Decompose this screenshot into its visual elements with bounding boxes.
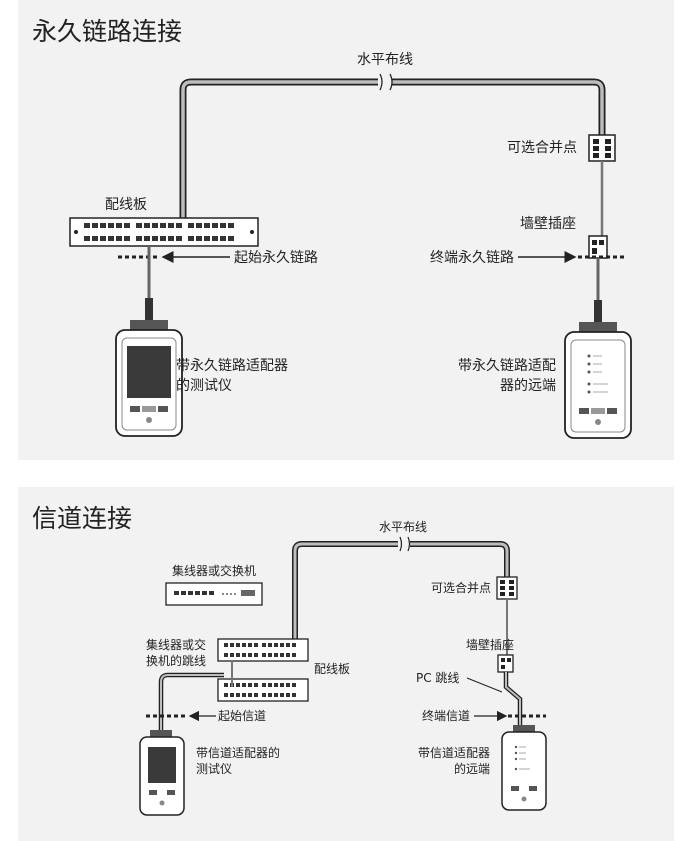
patch-panel-label: 配线板 [105, 197, 147, 213]
horizontal-cable [292, 536, 510, 639]
hub-switch-label: 集线器或交换机 [172, 563, 256, 578]
end-link-label: 终端永久链路 [430, 250, 514, 266]
permanent-link-panel: 永久链路连接 水平布线 可选合并点 墙壁插座 配线板 [18, 0, 674, 460]
wall-outlet-label: 墙壁插座 [466, 637, 514, 652]
start-link-label: 起始永久链路 [234, 250, 318, 266]
patch-panel-label: 配线板 [314, 662, 350, 676]
remote-label-line1: 带永久链路适配 [458, 358, 556, 374]
channel-panel: 信道连接 水平布线 可选合并点 墙壁插座 PC 跳线 集线器或交换机 [18, 487, 674, 841]
channel-diagram: 信道连接 水平布线 可选合并点 墙壁插座 PC 跳线 集线器或交换机 [32, 504, 547, 816]
patch-panel [69, 217, 259, 247]
horizontal-cabling-label: 水平布线 [379, 520, 427, 534]
pc-patch-leader [466, 677, 503, 693]
remote-label-line2: 的远端 [454, 761, 490, 776]
hub-patch-label-line2: 换机的跳线 [146, 653, 206, 668]
wall-outlet-label: 墙壁插座 [520, 216, 576, 232]
end-channel-label: 终端信道 [422, 708, 470, 723]
main-tester [139, 730, 185, 816]
start-channel-label: 起始信道 [218, 709, 266, 723]
main-tester-label-line1: 带永久链路适配器 [176, 358, 288, 374]
remote-unit [564, 322, 632, 439]
patch-panel-upper [217, 638, 309, 662]
main-tester [115, 320, 183, 437]
consolidation-point-label: 可选合并点 [431, 580, 491, 595]
section-title: 永久链路连接 [32, 17, 182, 46]
consolidation-point-box [496, 576, 518, 600]
horizontal-cable [179, 73, 606, 218]
remote-unit [501, 725, 547, 811]
horizontal-cabling-label: 水平布线 [357, 52, 413, 68]
main-tester-label-line2: 的测试仪 [176, 378, 232, 394]
permanent-link-diagram: 永久链路连接 水平布线 可选合并点 墙壁插座 配线板 [32, 17, 632, 439]
consolidation-point-box [588, 134, 616, 162]
consolidation-point-label: 可选合并点 [507, 140, 577, 156]
pc-patch-label: PC 跳线 [416, 671, 459, 685]
remote-label-line2: 器的远端 [500, 378, 556, 394]
wall-outlet [588, 235, 608, 259]
section-title: 信道连接 [32, 504, 132, 533]
main-tester-label-line1: 带信道适配器的 [196, 745, 280, 760]
wall-outlet [497, 654, 514, 673]
hub-switch [165, 582, 263, 606]
hub-patch-label-line1: 集线器或交 [146, 637, 206, 652]
remote-label-line1: 带信道适配器 [418, 746, 490, 760]
main-tester-label-line2: 测试仪 [196, 761, 232, 776]
